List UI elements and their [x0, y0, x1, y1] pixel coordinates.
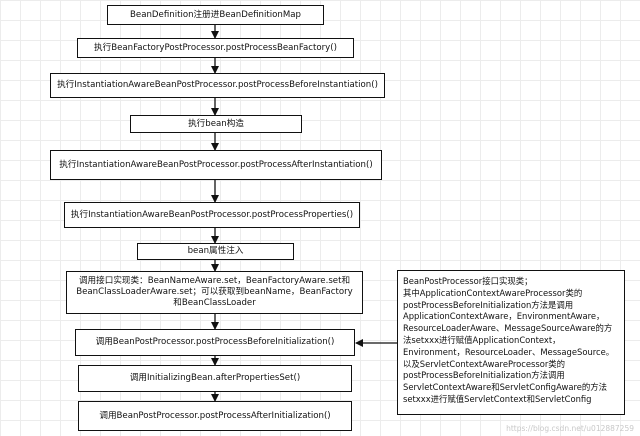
- step-before-initialization: 调用BeanPostProcessor.postProcessBeforeIni…: [75, 329, 355, 356]
- watermark: https://blog.csdn.net/u012887259: [506, 424, 634, 433]
- step-after-initialization: 调用BeanPostProcessor.postProcessAfterInit…: [78, 401, 352, 431]
- step-bean-construct: 执行bean构造: [130, 115, 302, 133]
- step-post-process-properties: 执行InstantiationAwareBeanPostProcessor.po…: [64, 202, 360, 228]
- step-after-properties-set: 调用InitializingBean.afterPropertiesSet(): [78, 365, 352, 392]
- bean-post-processor-note: BeanPostProcessor接口实现类； 其中ApplicationCon…: [397, 270, 625, 415]
- step-aware-interfaces: 调用接口实现类：BeanNameAware.set，BeanFactoryAwa…: [66, 271, 363, 314]
- step-before-instantiation: 执行InstantiationAwareBeanPostProcessor.po…: [50, 73, 385, 98]
- step-property-injection: bean属性注入: [137, 243, 294, 260]
- step-bean-factory-post-processor: 执行BeanFactoryPostProcessor.postProcessBe…: [77, 38, 354, 58]
- step-register-bean-definition: BeanDefinition注册进BeanDefinitionMap: [107, 5, 324, 25]
- step-after-instantiation: 执行InstantiationAwareBeanPostProcessor.po…: [50, 150, 382, 180]
